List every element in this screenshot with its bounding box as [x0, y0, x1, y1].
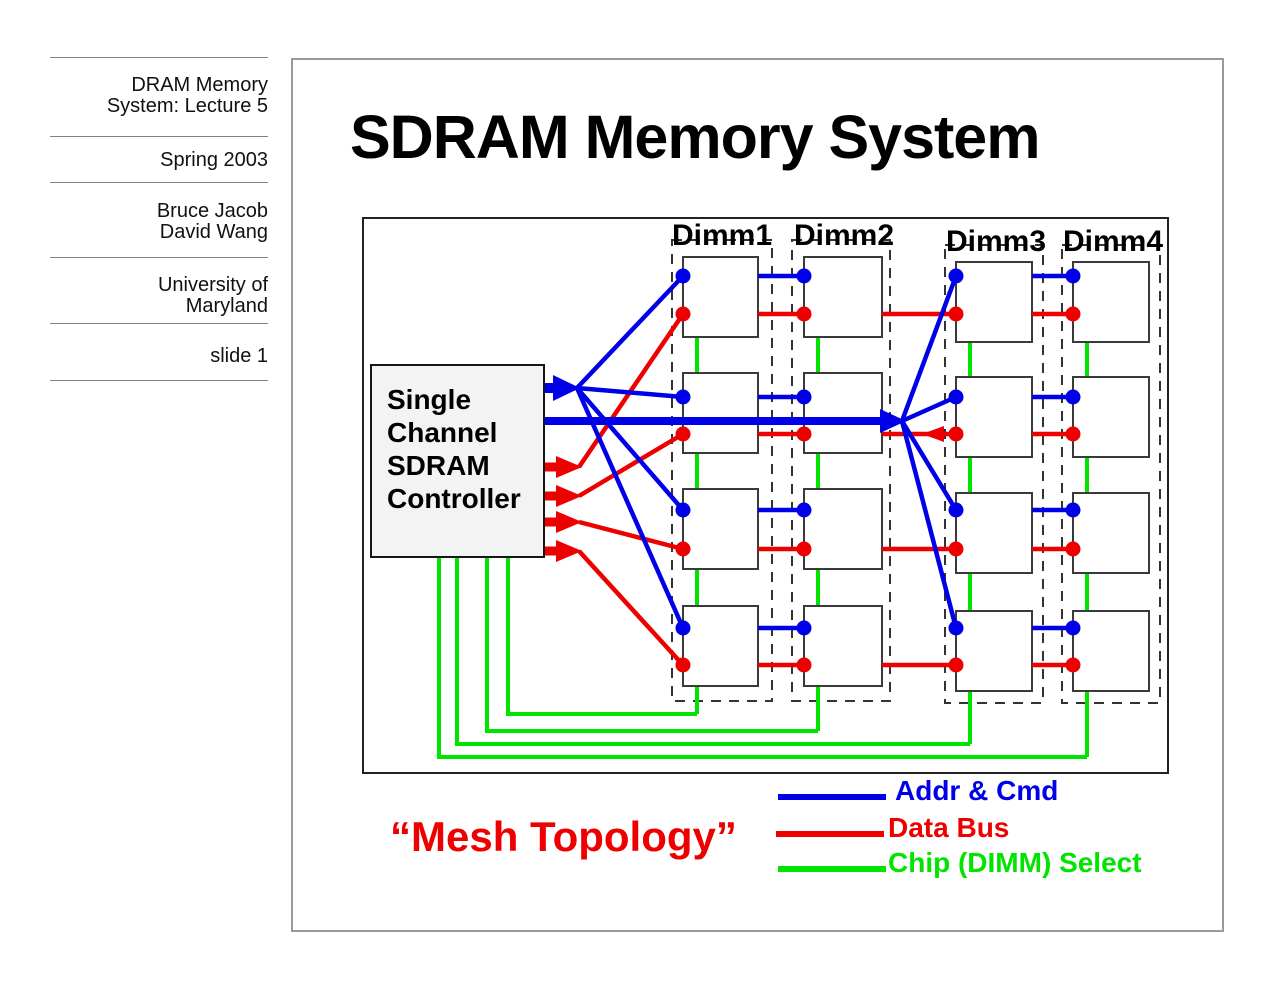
sidebar-divider	[50, 57, 268, 58]
chip-select-lines	[437, 337, 1089, 759]
sdram-chip	[1072, 376, 1150, 458]
legend-line-chip-select	[778, 866, 886, 872]
legend-line-data-bus	[776, 831, 884, 837]
addr-cmd-arrows	[538, 375, 906, 433]
page-title: SDRAM Memory System	[350, 103, 1040, 171]
sidebar-divider	[50, 380, 268, 381]
data-bus-direction-arrow	[922, 426, 944, 442]
dimm2-label: Dimm2	[793, 219, 895, 252]
addr-cmd-dots	[675, 268, 1081, 636]
data-bus-dots	[675, 306, 1081, 673]
legend-label-data-bus: Data Bus	[888, 812, 1010, 843]
dimm-dashed-outlines	[671, 239, 1161, 704]
dimm4-outline	[1061, 244, 1161, 704]
sdram-chip	[803, 372, 883, 454]
controller-label-line: Controller	[387, 483, 521, 514]
sdram-chip	[955, 261, 1033, 343]
data-bus-lines	[538, 306, 1081, 673]
sdram-chip	[682, 256, 759, 338]
sdram-chip	[955, 492, 1033, 574]
dimm2-outline	[791, 239, 891, 702]
sdram-chip	[803, 605, 883, 687]
sdram-chip	[1072, 610, 1150, 692]
dimm1-outline	[671, 239, 773, 702]
sdram-chip	[955, 376, 1033, 458]
dimm4-label: Dimm4	[1062, 225, 1164, 258]
dimm3-outline	[944, 244, 1044, 704]
author-name: David Wang	[159, 221, 268, 243]
sidebar-divider	[50, 257, 268, 258]
sdram-chips	[682, 256, 1150, 692]
diagram-border	[362, 217, 1169, 774]
mesh-topology-caption: “Mesh Topology”	[390, 813, 737, 860]
sdram-chip	[955, 610, 1033, 692]
legend-label-addr-cmd: Addr & Cmd	[895, 775, 1059, 806]
sdram-chip	[682, 488, 759, 570]
institution-label: University of Maryland	[157, 274, 268, 317]
sidebar-divider	[50, 182, 268, 183]
sdram-chip	[803, 488, 883, 570]
controller-label-line: SDRAM	[387, 450, 490, 481]
authors: Bruce Jacob David Wang	[50, 201, 268, 243]
data-bus-arrows	[538, 426, 944, 562]
sdram-controller-box: Single Channel SDRAM Controller	[370, 364, 545, 558]
course-title: DRAM Memory System: Lecture 5	[106, 74, 268, 117]
addr-cmd-segments	[574, 273, 1073, 631]
sdram-chip	[1072, 261, 1150, 343]
sdram-controller-label: Single Channel SDRAM Controller	[387, 383, 521, 515]
sdram-chip	[1072, 492, 1150, 574]
slide-frame	[291, 58, 1224, 932]
slide-number: slide 1	[210, 345, 268, 367]
sidebar-divider	[50, 136, 268, 137]
controller-label-line: Channel	[387, 417, 498, 448]
sdram-chip	[803, 256, 883, 338]
dimm3-label: Dimm3	[945, 225, 1047, 258]
author-name: Bruce Jacob	[156, 200, 268, 222]
dimm1-label: Dimm1	[671, 219, 773, 252]
sdram-chip	[682, 605, 759, 687]
sidebar-divider	[50, 323, 268, 324]
legend-label-chip-select: Chip (DIMM) Select	[888, 847, 1142, 878]
sdram-chip	[682, 372, 759, 454]
controller-label-line: Single	[387, 384, 472, 415]
addr-cmd-bus-lines	[538, 268, 1081, 636]
term-label: Spring 2003	[160, 149, 268, 171]
legend-line-addr-cmd	[778, 794, 886, 800]
